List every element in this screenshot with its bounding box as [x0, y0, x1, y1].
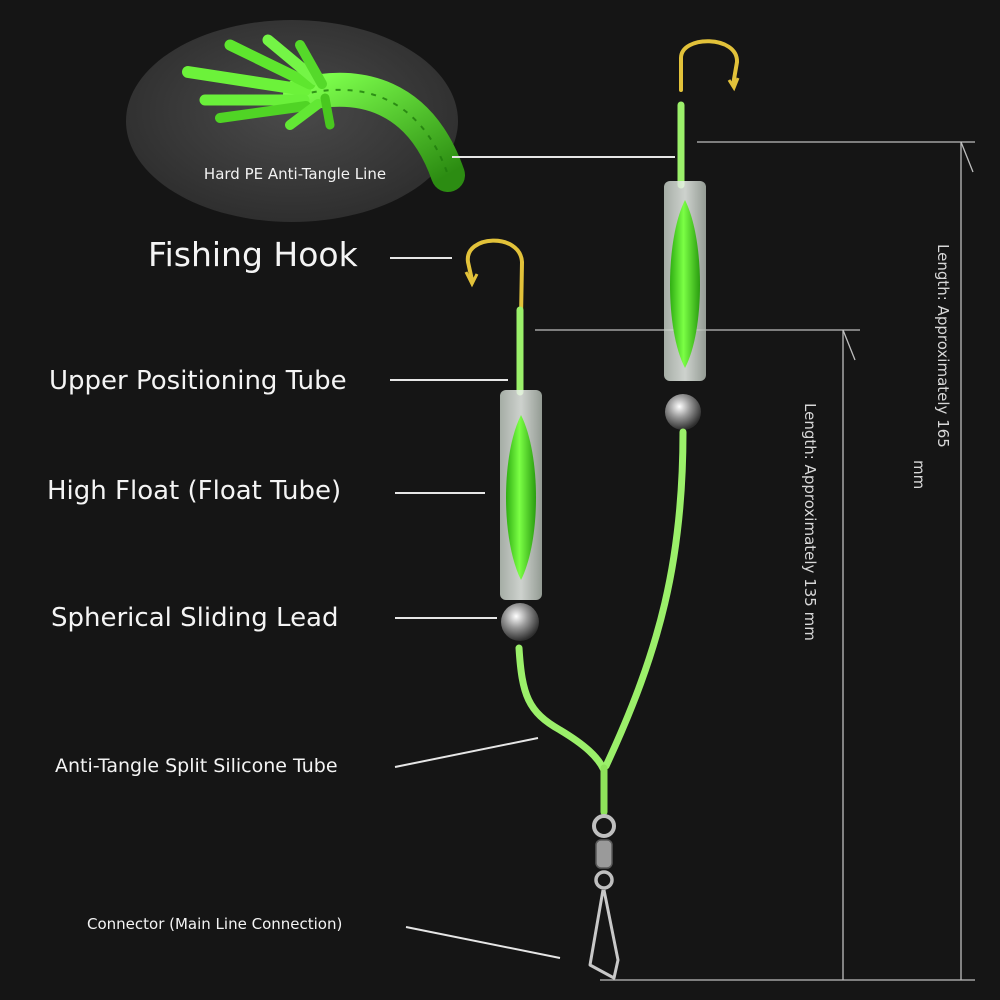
connector-assembly — [588, 764, 620, 980]
swivel-ring-icon — [592, 814, 616, 838]
float-tube-core — [670, 200, 700, 368]
short-arm-dimension-label: Length: Approximately 135 mm — [801, 403, 819, 641]
connector-label: Connector (Main Line Connection) — [87, 915, 343, 933]
leader-connector — [405, 926, 561, 959]
pe-line-inset: Hard PE Anti-Tangle Line — [126, 20, 465, 222]
fishing-hook-label: Fishing Hook — [148, 235, 358, 274]
short-arm — [464, 238, 608, 774]
pe-line-rope-icon — [182, 34, 465, 192]
silicone-tube-right — [602, 428, 687, 770]
silicone-tube-left — [515, 644, 608, 774]
long-arm — [602, 39, 740, 770]
swivel-barrel-icon — [595, 839, 613, 869]
sliding-lead-ball — [665, 394, 701, 430]
pe-line-label: Hard PE Anti-Tangle Line — [204, 165, 386, 183]
split-tube-label: Anti-Tangle Split Silicone Tube — [55, 755, 338, 777]
fishing-hook-icon-2 — [465, 238, 525, 320]
leader-split-tube — [394, 737, 539, 768]
dim-135-tick — [842, 329, 856, 361]
snap-connector-icon — [588, 889, 620, 980]
sliding-lead-ball-2 — [501, 603, 539, 641]
float-tube-label: High Float (Float Tube) — [47, 476, 342, 506]
float-tube-core-2 — [506, 415, 536, 580]
fishing-hook-icon — [679, 39, 740, 92]
leader-lines — [390, 156, 675, 959]
dim-165-tick — [960, 141, 974, 173]
long-arm-dimension-label-line2: mm — [910, 460, 928, 490]
sliding-lead-label: Spherical Sliding Lead — [51, 603, 339, 633]
upper-tube-label: Upper Positioning Tube — [49, 366, 347, 396]
swivel-ring-icon-2 — [594, 870, 614, 890]
long-arm-dimension-label-line1: Length: Approximately 165 — [934, 244, 952, 448]
